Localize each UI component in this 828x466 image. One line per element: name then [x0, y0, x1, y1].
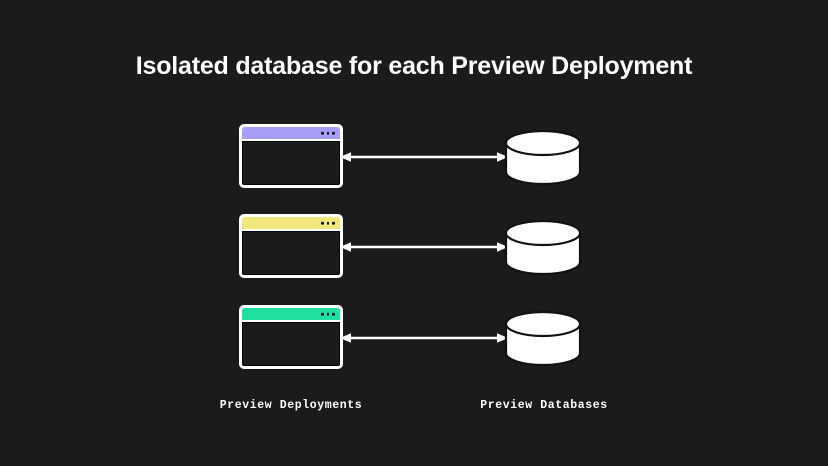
caption-preview-deployments: Preview Deployments: [219, 399, 363, 412]
window-dots-icon: [321, 131, 335, 135]
window-dots-icon: [321, 221, 335, 225]
window-titlebar-1: [242, 127, 340, 139]
window-titlebar-3: [242, 308, 340, 320]
diagram-row: [0, 124, 828, 220]
diagram-row: [0, 305, 828, 401]
page-title: Isolated database for each Preview Deplo…: [135, 52, 693, 80]
window-titlebar-2: [242, 217, 340, 229]
bidirectional-arrow-1: [340, 152, 508, 162]
window-body-3: [242, 322, 340, 366]
bidirectional-arrow-2: [340, 242, 508, 252]
diagram-row: [0, 214, 828, 310]
window-body-2: [242, 231, 340, 275]
preview-database-cylinder-1: [504, 130, 582, 186]
preview-deployment-window-2[interactable]: [239, 214, 343, 278]
preview-database-cylinder-2: [504, 220, 582, 276]
window-body-1: [242, 141, 340, 185]
preview-deployment-window-1[interactable]: [239, 124, 343, 188]
window-dots-icon: [321, 312, 335, 316]
caption-preview-databases: Preview Databases: [480, 399, 608, 412]
bidirectional-arrow-3: [340, 333, 508, 343]
preview-deployment-window-3[interactable]: [239, 305, 343, 369]
preview-database-cylinder-3: [504, 311, 582, 367]
